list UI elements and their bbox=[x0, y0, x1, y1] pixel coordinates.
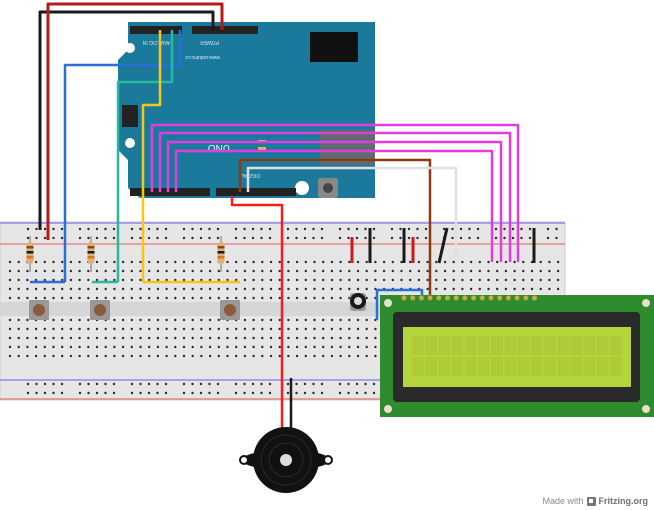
usb-jack bbox=[310, 32, 358, 62]
wire-magenta-3 bbox=[166, 140, 503, 262]
wire-brown bbox=[238, 158, 432, 295]
svg-text:UNO: UNO bbox=[208, 142, 230, 153]
push-buttons bbox=[29, 300, 240, 320]
svg-text:DIGITAL: DIGITAL bbox=[241, 172, 260, 178]
wire-5v bbox=[46, 2, 224, 240]
resistor bbox=[87, 236, 95, 272]
fritzing-credit: Made with Fritzing.org bbox=[542, 496, 648, 506]
push-button bbox=[29, 300, 49, 320]
made-with-label: Made with bbox=[542, 496, 584, 506]
wire-magenta-4 bbox=[174, 149, 494, 262]
wire-teal bbox=[116, 30, 174, 282]
wire-magenta-2 bbox=[158, 131, 512, 262]
svg-text:ANALOG IN: ANALOG IN bbox=[142, 39, 170, 45]
digital-header-high bbox=[216, 188, 296, 196]
wire-white bbox=[246, 166, 458, 263]
resistors bbox=[26, 236, 225, 272]
wire-blue bbox=[63, 30, 182, 282]
svg-text:POWER: POWER bbox=[200, 39, 219, 45]
power-header bbox=[192, 26, 258, 34]
potentiometer bbox=[350, 293, 366, 311]
fritzing-brand: Fritzing.org bbox=[598, 496, 649, 506]
arduino-uno-board: UNO www.arduino.cc POWER ANALOG IN DIGIT… bbox=[118, 22, 375, 198]
push-button bbox=[220, 300, 240, 320]
wire-yellow bbox=[141, 30, 162, 282]
wire-magenta-1 bbox=[150, 123, 520, 262]
icsp-header bbox=[122, 105, 138, 127]
push-button bbox=[90, 300, 110, 320]
wires bbox=[30, 2, 536, 430]
fritzing-logo-icon bbox=[586, 496, 596, 506]
analog-header bbox=[130, 26, 182, 34]
lcd-16x2 bbox=[380, 295, 654, 417]
resistor bbox=[217, 236, 225, 272]
resistor bbox=[26, 236, 34, 272]
wire-gnd bbox=[38, 10, 215, 230]
digital-header-low bbox=[130, 188, 210, 196]
piezo-buzzer bbox=[239, 427, 333, 493]
svg-text:www.arduino.cc: www.arduino.cc bbox=[184, 54, 220, 60]
wire-buzzer bbox=[230, 196, 284, 430]
